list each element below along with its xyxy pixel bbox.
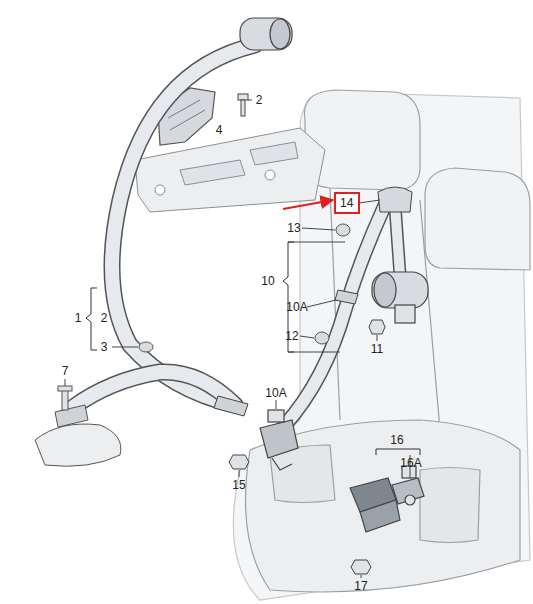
grommet — [139, 342, 153, 352]
center-belt — [285, 205, 400, 425]
grommet — [336, 224, 350, 236]
belt-strap — [72, 45, 255, 408]
callout-number: 16 — [390, 434, 403, 446]
callout-number: 10A — [286, 301, 307, 313]
callout-number: 10A — [265, 387, 286, 399]
callout-number: 11 — [371, 343, 383, 355]
callout-number: 10 — [261, 275, 274, 287]
pointer-arrow — [283, 200, 333, 209]
callout-number: 13 — [287, 222, 300, 234]
callout-number: 15 — [232, 479, 245, 491]
buckle — [260, 410, 298, 470]
callout-number: 14 — [340, 197, 354, 209]
leader-line — [65, 100, 410, 578]
nut — [351, 560, 371, 574]
callout-number: 17 — [354, 580, 367, 592]
nut — [229, 455, 249, 469]
bracket-line — [86, 242, 420, 455]
callout-number: 4 — [216, 124, 223, 136]
highlight-box: 14 — [334, 192, 360, 214]
nut — [369, 320, 385, 334]
belt-guide — [378, 187, 412, 212]
callout-number: 2 — [256, 94, 263, 106]
callout-number: 7 — [62, 365, 69, 377]
buckle-assembly — [350, 466, 424, 532]
callout-number: 2 — [101, 312, 108, 324]
bolt — [238, 94, 248, 116]
belt-loop — [335, 290, 358, 304]
callout-number: 1 — [75, 312, 82, 324]
callout-number: 12 — [285, 330, 298, 342]
callout-number: 16A — [400, 457, 421, 469]
floor-anchor — [35, 386, 121, 466]
latch-plate — [214, 396, 248, 416]
retractor — [240, 18, 292, 50]
callout-number: 3 — [101, 341, 108, 353]
center-retractor — [372, 272, 428, 323]
grommet — [315, 332, 329, 344]
